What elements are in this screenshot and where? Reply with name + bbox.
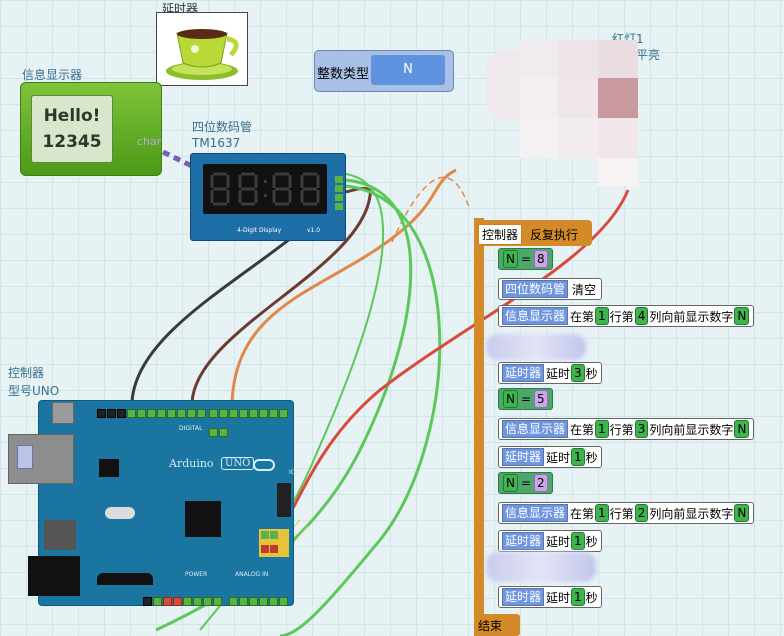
variable-type-label: 整数类型 — [317, 67, 370, 82]
pin-highlight — [259, 529, 289, 557]
connector-label: char — [137, 135, 162, 148]
stmt-assign[interactable]: N=2 — [498, 472, 553, 494]
board-model-badge: UNO — [221, 457, 255, 470]
seg-board-text: 4-Digit Display — [237, 227, 282, 234]
analog-silk: ANALOG IN — [235, 571, 269, 578]
teacup-icon — [166, 29, 239, 80]
analog-header — [229, 591, 289, 606]
crystal — [105, 507, 135, 519]
seg-board-version: v1.0 — [307, 227, 321, 234]
usb-port — [8, 434, 74, 484]
arduino-uno-board[interactable]: DIGITAL Arduino UNO POWER ANALOG IN ICSP — [38, 400, 302, 606]
digit-2 — [237, 172, 259, 206]
loop-header: 控制器 反复执行 — [474, 220, 592, 246]
wire-orange-dashed — [391, 176, 471, 243]
wire-green-2 — [279, 184, 442, 636]
timer-component[interactable] — [156, 12, 248, 86]
info-display-screen: Hello! 12345 — [31, 95, 113, 163]
variable-block[interactable]: 整数类型 N — [314, 50, 454, 92]
obscured-area — [486, 334, 586, 360]
seg-display-title: 四位数码管 — [192, 120, 253, 134]
obscured-area — [486, 552, 596, 582]
info-display-component[interactable]: Hello! 12345 char — [20, 82, 162, 176]
reset-button[interactable] — [52, 402, 74, 424]
digit-3 — [271, 172, 293, 206]
seg-display-component[interactable]: 4-Digit Display v1.0 — [190, 153, 346, 241]
controller-title: 控制器 — [8, 366, 45, 380]
loop-end-label: 结束 — [478, 619, 503, 633]
infinity-logo-icon — [253, 459, 275, 471]
power-header — [143, 591, 223, 606]
seg-display-model: TM1637 — [192, 136, 241, 150]
usb-chip — [99, 459, 119, 477]
icsp-header — [277, 483, 291, 517]
voltage-regulator — [44, 520, 76, 550]
stmt-assign[interactable]: N=8 — [498, 248, 553, 270]
controller-model: 型号UNO — [8, 384, 60, 398]
power-silk: POWER — [185, 571, 208, 578]
digit-1 — [209, 172, 231, 206]
board-brand: Arduino — [169, 457, 214, 470]
digital-header-right — [209, 403, 293, 437]
stmt-assign[interactable]: N=5 — [498, 388, 553, 410]
colon-dot-top — [264, 180, 267, 183]
loop-controller-chip: 控制器 — [478, 224, 523, 245]
power-jack — [28, 556, 80, 596]
digital-silk: DIGITAL — [179, 425, 203, 432]
loop-footer: 结束 — [474, 614, 520, 636]
stmt-clear-display[interactable]: 四位数码管清空 — [498, 278, 603, 300]
seg-board-pins — [335, 176, 343, 212]
digital-header-left — [97, 403, 207, 418]
red-led-component[interactable] — [486, 40, 642, 190]
wire-orange — [230, 168, 457, 404]
digit-4 — [299, 172, 321, 206]
capacitors — [97, 573, 153, 585]
info-line-1: Hello! — [43, 106, 101, 126]
loop-title: 反复执行 — [530, 228, 579, 242]
microcontroller-chip — [185, 501, 221, 537]
program-loop-block[interactable]: 控制器 反复执行 结束 — [474, 218, 784, 636]
info-display-title: 信息显示器 — [22, 68, 83, 82]
info-line-2: 12345 — [42, 132, 102, 152]
icsp-silk: ICSP — [289, 469, 303, 476]
variable-name-field[interactable]: N — [371, 55, 445, 85]
seg-digit-window — [203, 164, 327, 214]
colon-dot-bottom — [264, 194, 267, 197]
